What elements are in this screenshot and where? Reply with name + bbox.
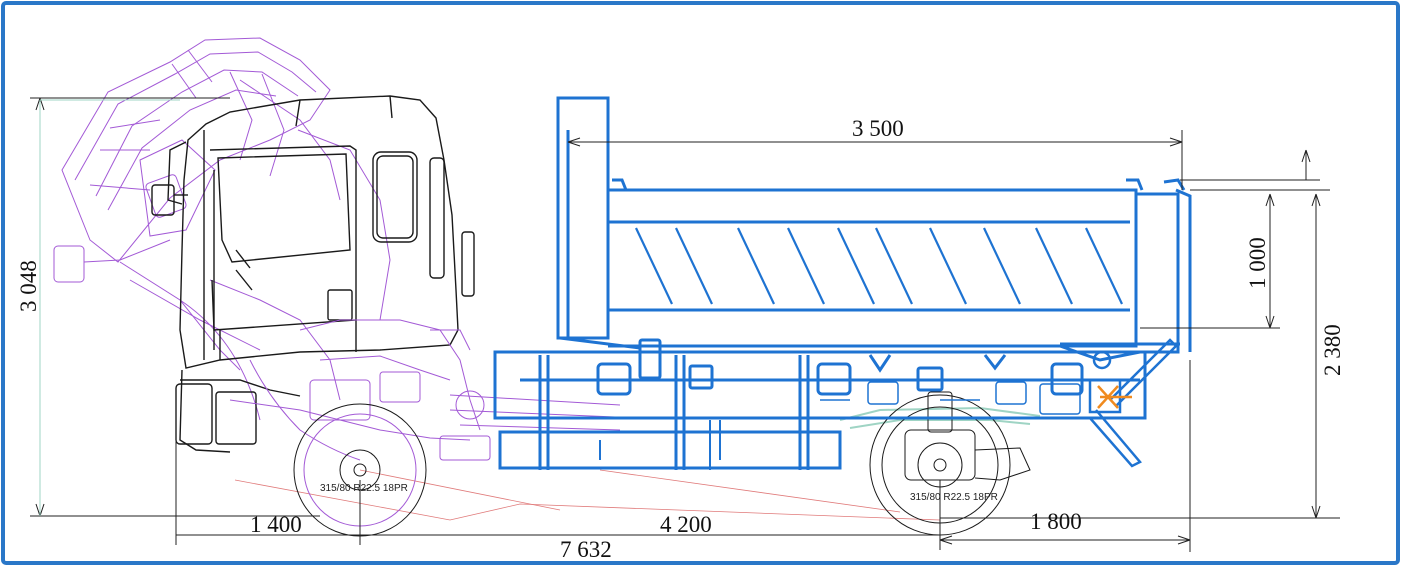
dim-body-length: 3 500 [852, 116, 904, 141]
dimension-lines [30, 97, 1340, 552]
truck-cab [151, 95, 475, 453]
dim-wheelbase: 4 200 [660, 512, 712, 537]
chassis-ghost-detail [229, 319, 641, 461]
ground-reference-lines [234, 469, 941, 521]
dim-body-height: 1 000 [1245, 237, 1270, 289]
spring-guide [839, 406, 1041, 429]
tilted-cab-ghost [53, 37, 391, 421]
rear-hinge-assembly [1088, 338, 1178, 468]
rear-tyre-label: 315/80 R22.5 18PR [910, 492, 998, 503]
front-tyre-label: 315/80 R22.5 18PR [320, 483, 408, 494]
dim-rear-overhang: 1 800 [1030, 509, 1082, 534]
dim-overall-length: 7 632 [560, 537, 612, 562]
height-guide-lines [39, 99, 180, 516]
body-side-stripes [635, 227, 1123, 305]
dim-total-height: 3 048 [16, 260, 41, 312]
chassis-frame [493, 338, 1147, 470]
rear-wheel [869, 391, 1031, 536]
dim-loading-height: 2 380 [1320, 324, 1345, 376]
dump-body [556, 96, 1192, 362]
dim-front-overhang: 1 400 [250, 512, 302, 537]
